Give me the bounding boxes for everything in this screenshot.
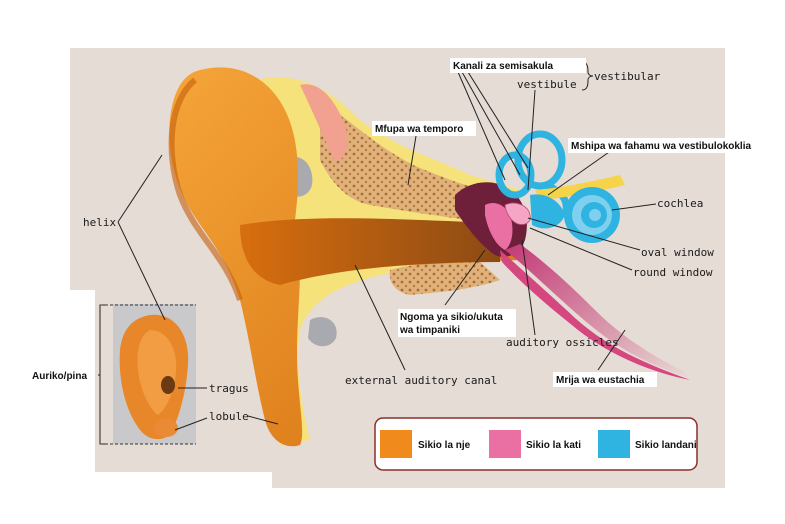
spongy-bone-lower: [389, 262, 500, 295]
eardrum-label-line2: wa timpaniki: [399, 325, 460, 336]
vestibule-label: vestibule: [517, 78, 577, 91]
oval-window-label: oval window: [641, 246, 714, 259]
vestibule-body: [530, 194, 565, 229]
eustachian-tube: [505, 244, 690, 378]
legend-swatch-inner: [598, 430, 630, 458]
leader-lines: [98, 71, 657, 431]
skin-layer: [300, 84, 348, 162]
cochlea-shape: [564, 187, 620, 243]
legend-label-middle: Sikio la kati: [526, 440, 581, 451]
eardrum-label-line1: Ngoma ya sikio/ukuta: [400, 312, 503, 323]
tragus-label: tragus: [209, 382, 249, 395]
semicircular-canals-label: Kanali za semisakula: [453, 61, 553, 72]
legend-swatch-outer: [380, 430, 412, 458]
vestibular-label: vestibular: [594, 70, 661, 83]
ossicles-label: auditory ossicles: [506, 336, 619, 349]
auriko-label: Auriko/pina: [32, 371, 87, 382]
legend-label-inner: Sikio landani: [635, 440, 697, 451]
eardrum-shape: [485, 203, 513, 250]
legend-label-outer: Sikio la nje: [418, 440, 471, 451]
lobule-label: lobule: [209, 410, 249, 423]
temporal-bone-label: Mfupa wa temporo: [375, 124, 463, 135]
grey-inclusion-2: [308, 317, 337, 347]
nerve-label: Mshipa wa fahamu wa vestibulokoklia: [571, 141, 751, 152]
cochlea-label: cochlea: [657, 197, 703, 210]
spongy-bone: [320, 100, 490, 220]
external-canal-label: external auditory canal: [345, 374, 497, 387]
eustachian-label: Mrija wa eustachia: [556, 375, 645, 386]
helix-label: helix: [83, 216, 116, 229]
legend-swatch-middle: [489, 430, 521, 458]
ossicles-shape: [504, 202, 531, 225]
vestibulocochlear-nerve: [535, 175, 625, 200]
auditory-canal: [240, 218, 500, 285]
pinna-inset: [113, 304, 196, 444]
helix-ridge: [168, 77, 243, 301]
legend: Sikio la nje Sikio la kati Sikio landani: [374, 417, 698, 471]
vestibular-brace: [581, 61, 594, 91]
round-window-label: round window: [633, 266, 713, 279]
